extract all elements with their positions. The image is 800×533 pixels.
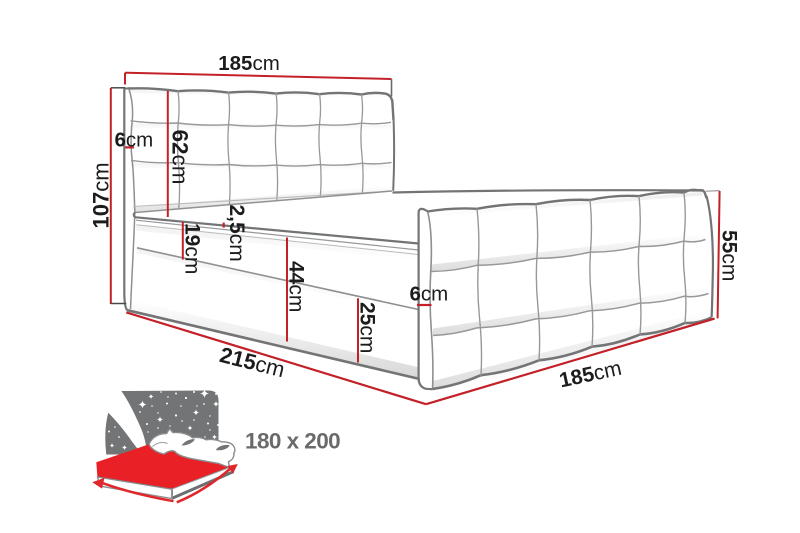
svg-text:6cm: 6cm xyxy=(115,129,154,152)
svg-text:6cm: 6cm xyxy=(410,283,449,306)
svg-text:180 x 200: 180 x 200 xyxy=(245,429,340,454)
svg-text:185cm: 185cm xyxy=(218,52,280,75)
svg-text:25cm: 25cm xyxy=(355,302,378,353)
svg-text:62cm: 62cm xyxy=(168,130,193,185)
svg-text:19cm: 19cm xyxy=(180,223,203,274)
svg-text:2,5cm: 2,5cm xyxy=(225,205,248,262)
svg-text:55cm: 55cm xyxy=(718,230,741,281)
svg-text:44cm: 44cm xyxy=(284,261,307,312)
svg-text:107cm: 107cm xyxy=(89,162,114,228)
